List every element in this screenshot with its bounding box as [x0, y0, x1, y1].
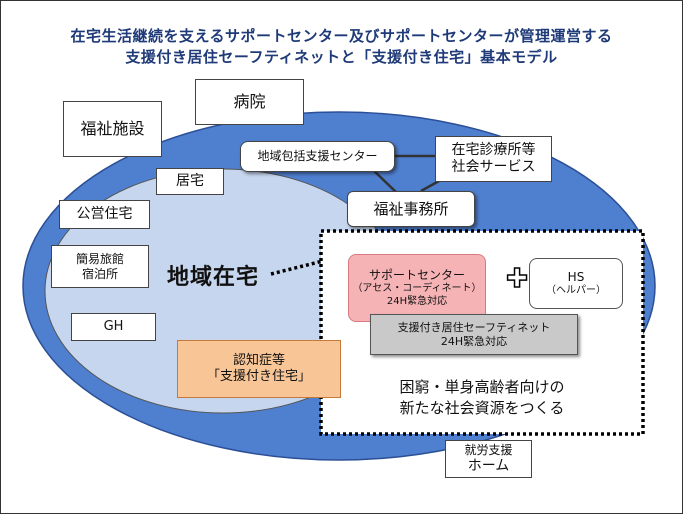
support-center-line-2: （アセス・コーディネート） [352, 283, 482, 294]
community-housing-label: 地域在宅 [167, 265, 260, 290]
own-home-box: 居宅 [156, 168, 224, 195]
welfare-facility-box: 福祉施設 [63, 101, 162, 157]
home-clinic-box: 在宅診療所等 社会サービス [435, 136, 552, 182]
gh-box: GH [71, 313, 156, 341]
welfare-office-box: 福祉事務所 [347, 191, 475, 227]
employment-home-line-2: ホーム [467, 457, 510, 474]
hs-helper-box: HS （ヘルパー） [529, 258, 623, 309]
connector-regional-to-welfare-office [370, 167, 398, 194]
plus-icon: ✚ [505, 263, 528, 295]
new-resources-line-1: 困窮・単身高齢者向けの [399, 378, 565, 396]
new-resources-text: 困窮・単身高齢者向けの 新たな社会資源をつくる [321, 377, 643, 419]
public-housing-box: 公営住宅 [59, 200, 150, 229]
hs-line-1: HS [567, 269, 585, 284]
new-resources-line-2: 新たな社会資源をつくる [399, 399, 565, 417]
dementia-line-1: 認知症等 [232, 352, 285, 368]
title-line-1: 在宅生活継続を支えるサポートセンター及びサポートセンターが管理運営する [70, 27, 613, 45]
support-center-line-3: 24H緊急対応 [386, 295, 448, 307]
home-clinic-line-1: 在宅診療所等 [451, 141, 536, 158]
hs-line-2: （ヘルパー） [546, 284, 606, 296]
lodging-box: 簡易旅館 宿泊所 [51, 245, 149, 288]
dementia-housing-box: 認知症等 「支援付き住宅」 [177, 340, 341, 398]
dementia-line-2: 「支援付き住宅」 [206, 369, 311, 384]
regional-support-center-box: 地域包括支援センター [240, 141, 395, 172]
home-clinic-line-2: 社会サービス [451, 159, 536, 175]
safety-net-line-1: 支援付き居住セーフティネット [397, 320, 551, 334]
support-center-line-1: サポートセンター [368, 268, 465, 282]
lodging-line-2: 宿泊所 [81, 266, 118, 281]
safety-net-box: 支援付き居住セーフティネット 24H緊急対応 [370, 314, 578, 355]
dotted-pointer [270, 259, 324, 276]
employment-home-line-1: 就労支援 [464, 442, 513, 457]
support-center-box: サポートセンター （アセス・コーディネート） 24H緊急対応 [348, 254, 486, 322]
lodging-line-1: 簡易旅館 [75, 251, 124, 266]
safety-net-line-2: 24H緊急対応 [440, 334, 508, 348]
title-line-2: 支援付き居住セーフティネットと「支援付き住宅」基本モデル [125, 48, 558, 66]
hospital-box: 病院 [195, 79, 304, 125]
employment-home-box: 就労支援 ホーム [445, 440, 532, 478]
